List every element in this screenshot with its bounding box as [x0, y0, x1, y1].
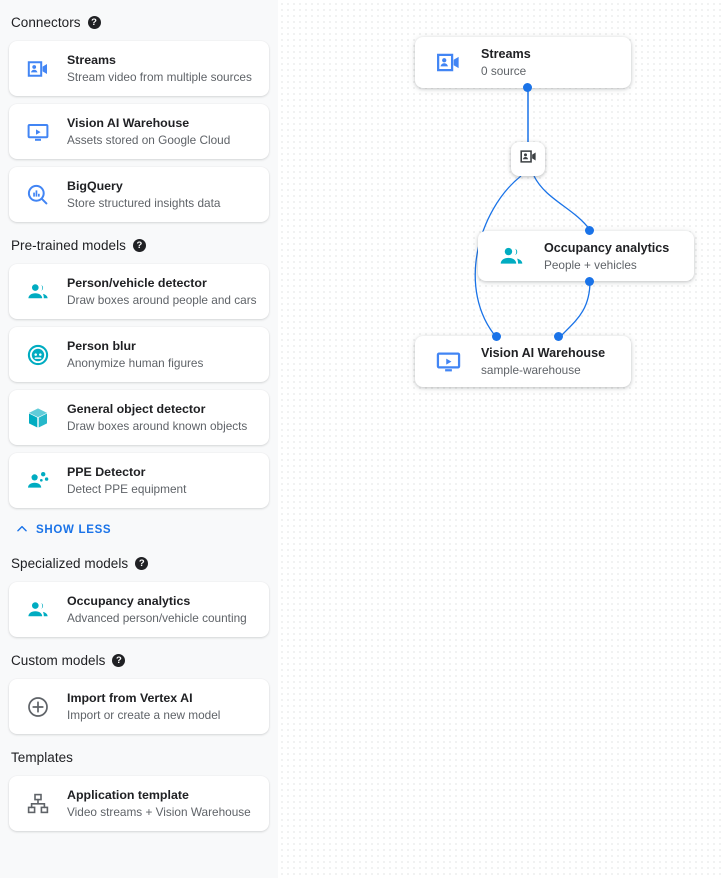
show-less-button[interactable]: SHOW LESS [15, 520, 269, 540]
item-title: Person/vehicle detector [67, 276, 207, 290]
item-subtitle: Assets stored on Google Cloud [67, 133, 231, 147]
people-group-icon [496, 241, 526, 271]
port-warehouse-input-left[interactable] [492, 332, 501, 341]
item-subtitle: Video streams + Vision Warehouse [67, 805, 251, 819]
person-gear-icon [25, 468, 51, 494]
item-subtitle: Store structured insights data [67, 196, 221, 210]
help-icon[interactable]: ? [112, 653, 126, 667]
component-sidebar: Connectors ? Streams Stream video from m… [0, 0, 278, 878]
item-subtitle: Draw boxes around people and cars [67, 293, 257, 307]
section-title: Custom models [11, 652, 106, 668]
item-title: Person blur [67, 339, 136, 353]
graph-canvas[interactable]: Streams 0 source Occupancy analytics Peo… [278, 0, 725, 878]
monitor-play-icon [25, 119, 51, 145]
item-subtitle: Detect PPE equipment [67, 482, 187, 496]
section-title: Templates [11, 749, 73, 765]
node-subtitle: 0 source [481, 64, 527, 78]
item-subtitle: Anonymize human figures [67, 356, 204, 370]
port-streams-output[interactable] [523, 83, 532, 92]
help-icon[interactable]: ? [135, 556, 149, 570]
item-title: BigQuery [67, 179, 123, 193]
people-group-icon [25, 597, 51, 623]
sidebar-item-streams[interactable]: Streams Stream video from multiple sourc… [9, 41, 269, 96]
sidebar-item-person-blur[interactable]: Person blur Anonymize human figures [9, 327, 269, 382]
section-title: Specialized models [11, 555, 129, 571]
section-header-pre-trained-models: Pre-trained models ? [9, 234, 269, 256]
people-group-icon [25, 279, 51, 305]
graph-chip-stream-connector[interactable] [511, 142, 545, 176]
item-subtitle: Import or create a new model [67, 708, 221, 722]
section-title: Connectors [11, 14, 81, 30]
show-less-label: SHOW LESS [36, 524, 112, 536]
item-title: PPE Detector [67, 465, 146, 479]
node-subtitle: sample-warehouse [481, 363, 581, 377]
plus-circle-icon [25, 694, 51, 720]
port-occupancy-input[interactable] [585, 226, 594, 235]
video-camera-person-icon [433, 48, 463, 78]
section-header-templates: Templates [9, 746, 269, 768]
magnifier-bars-icon [25, 182, 51, 208]
graph-node-occupancy-analytics[interactable]: Occupancy analytics People + vehicles [478, 231, 694, 281]
monitor-play-icon [433, 347, 463, 377]
help-icon[interactable]: ? [87, 15, 101, 29]
sitemap-icon [25, 791, 51, 817]
sidebar-item-ppe-detector[interactable]: PPE Detector Detect PPE equipment [9, 453, 269, 508]
help-icon[interactable]: ? [132, 238, 146, 252]
section-header-specialized-models: Specialized models ? [9, 552, 269, 574]
sidebar-item-occupancy-analytics[interactable]: Occupancy analytics Advanced person/vehi… [9, 582, 269, 637]
sidebar-item-application-template[interactable]: Application template Video streams + Vis… [9, 776, 269, 831]
sidebar-item-import-from-vertex-ai[interactable]: Import from Vertex AI Import or create a… [9, 679, 269, 734]
item-title: Import from Vertex AI [67, 691, 193, 705]
cube-icon [25, 405, 51, 431]
graph-edges [474, 87, 591, 339]
section-header-connectors: Connectors ? [9, 11, 269, 33]
sidebar-item-bigquery[interactable]: BigQuery Store structured insights data [9, 167, 269, 222]
sidebar-item-general-object-detector[interactable]: General object detector Draw boxes aroun… [9, 390, 269, 445]
port-warehouse-input-right[interactable] [554, 332, 563, 341]
edge-chip-to-warehouse [474, 175, 522, 339]
node-title: Occupancy analytics [544, 240, 670, 255]
item-subtitle: Draw boxes around known objects [67, 419, 248, 433]
port-occupancy-output[interactable] [585, 277, 594, 286]
face-blur-icon [25, 342, 51, 368]
node-title: Vision AI Warehouse [481, 346, 606, 360]
item-title: General object detector [67, 402, 206, 416]
node-subtitle: People + vehicles [544, 257, 637, 272]
item-title: Application template [67, 788, 189, 802]
sidebar-item-vision-ai-warehouse[interactable]: Vision AI Warehouse Assets stored on Goo… [9, 104, 269, 159]
graph-node-vision-ai-warehouse[interactable]: Vision AI Warehouse sample-warehouse [415, 336, 631, 387]
edge-chip-to-occupancy [533, 175, 591, 231]
item-subtitle: Stream video from multiple sources [67, 70, 252, 84]
item-title: Streams [67, 53, 116, 67]
graph-node-streams[interactable]: Streams 0 source [415, 37, 631, 88]
section-header-custom-models: Custom models ? [9, 649, 269, 671]
item-subtitle: Advanced person/vehicle counting [67, 611, 247, 625]
edge-occupancy-to-warehouse [558, 280, 591, 339]
sidebar-item-person-vehicle-detector[interactable]: Person/vehicle detector Draw boxes aroun… [9, 264, 269, 319]
chevron-up-icon [15, 522, 29, 539]
item-title: Vision AI Warehouse [67, 116, 190, 130]
item-title: Occupancy analytics [67, 594, 191, 608]
node-title: Streams [481, 47, 531, 61]
video-camera-person-icon [519, 147, 538, 171]
video-camera-person-icon [25, 56, 51, 82]
section-title: Pre-trained models [11, 237, 126, 253]
